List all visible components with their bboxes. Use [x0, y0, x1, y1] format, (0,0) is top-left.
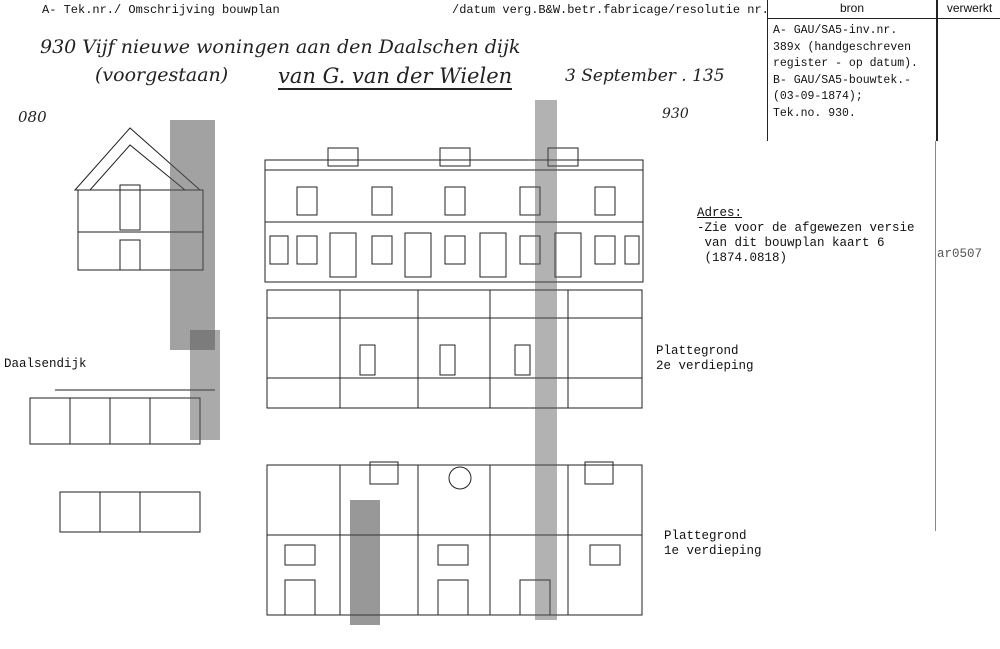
- column-header-description: A- Tek.nr./ Omschrijving bouwplan: [42, 3, 280, 17]
- bron-text: A- GAU/SA5-inv.nr. 389x (handgeschreven re…: [773, 23, 918, 122]
- bron-line: B- GAU/SA5-bouwtek.-: [773, 73, 912, 87]
- bron-line: Tek.no. 930.: [773, 106, 856, 120]
- floor-plan-2e: [266, 289, 643, 409]
- bron-box: bron verwerkt A- GAU/SA5-inv.nr. 389x (ha…: [767, 0, 1000, 141]
- scan-streak: [535, 100, 557, 620]
- plan-label-line: 2e verdieping: [656, 359, 754, 373]
- verwerkt-code: ar0507: [937, 247, 983, 261]
- address-heading: Adres:: [697, 206, 743, 220]
- address-block: Adres:-Zie voor de afgewezen versie van …: [697, 206, 915, 266]
- verwerkt-column-line: [935, 141, 936, 531]
- street-label: Daalsendijk: [4, 357, 87, 371]
- handwritten-date: 3 September . 135: [565, 66, 725, 86]
- left-number: 080: [18, 108, 47, 126]
- drawing-number: 930: [662, 106, 689, 122]
- bron-label: bron: [839, 1, 865, 15]
- handwritten-note: (voorgestaan): [95, 64, 229, 86]
- plan-label-line: Plattegrond: [664, 529, 747, 543]
- plan-label-line: 1e verdieping: [664, 544, 762, 558]
- bron-header: bron verwerkt: [768, 0, 1000, 19]
- section-drawing: [29, 127, 215, 533]
- address-line: van dit bouwplan kaart 6: [697, 236, 885, 250]
- facade-elevation: [264, 147, 644, 283]
- address-line: -Zie voor de afgewezen versie: [697, 221, 915, 235]
- floor-plan-1e: [266, 461, 643, 616]
- bron-line: A- GAU/SA5-inv.nr.: [773, 24, 898, 37]
- bron-line: (03-09-1874);: [773, 90, 863, 103]
- bron-line: register - op datum).: [773, 57, 918, 70]
- column-header-date: /datum verg.B&W.betr.fabricage/resolutie…: [452, 3, 769, 17]
- scan-streak: [350, 500, 380, 625]
- verwerkt-label: verwerkt: [946, 1, 993, 15]
- bron-line: 389x (handgeschreven: [773, 40, 912, 54]
- handwritten-title: 930 Vijf nieuwe woningen aan den Daalsch…: [40, 36, 521, 58]
- column-divider: [936, 0, 938, 141]
- plan-label-line: Plattegrond: [656, 344, 739, 358]
- scan-streak: [170, 120, 215, 350]
- handwritten-architect: van G. van der Wielen: [278, 64, 513, 90]
- address-line: (1874.0818): [697, 251, 788, 265]
